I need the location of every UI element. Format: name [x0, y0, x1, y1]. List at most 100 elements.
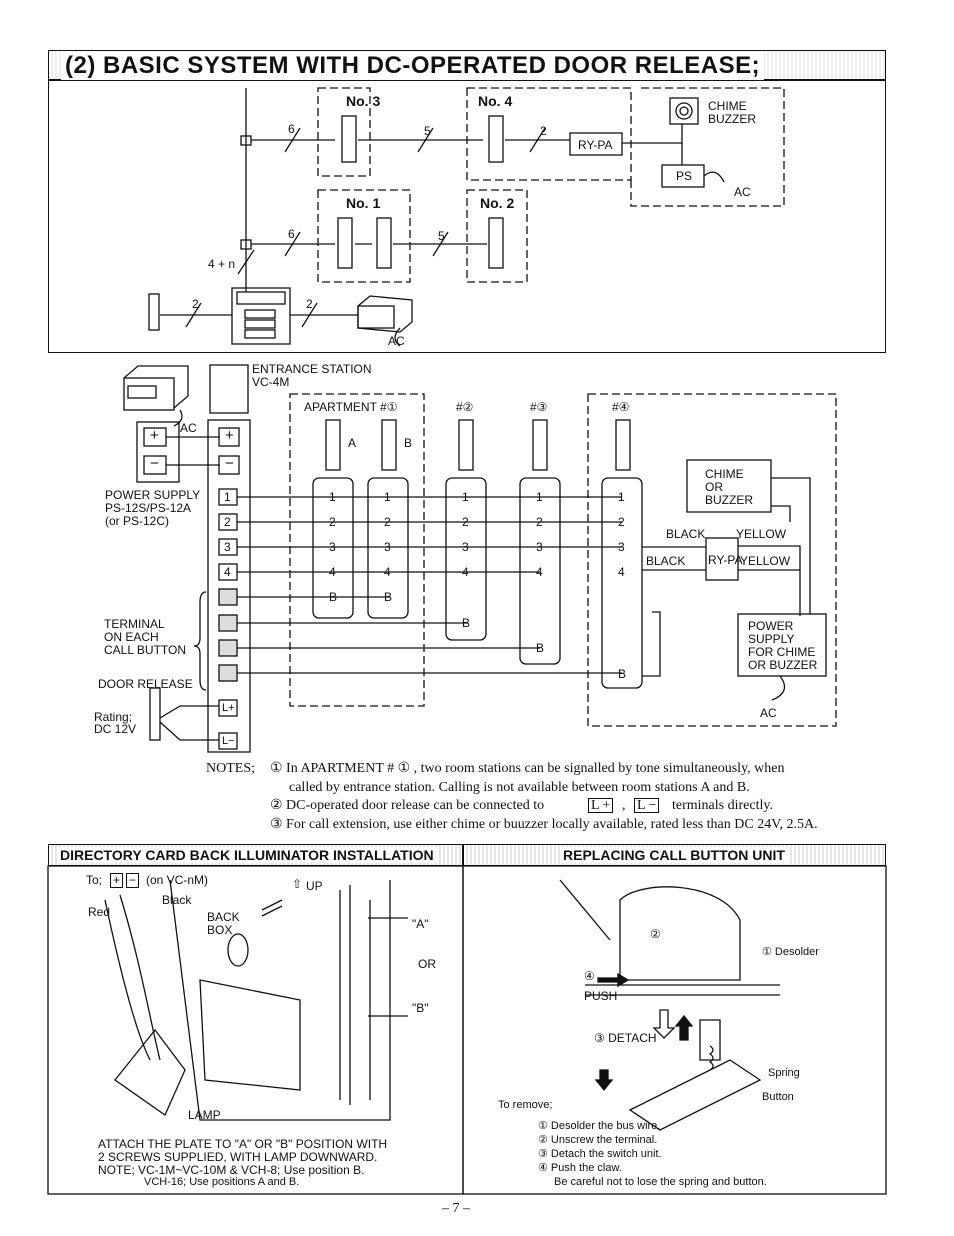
chime-or-buzzer-label: OR — [705, 480, 723, 494]
button-label: Button — [762, 1091, 794, 1103]
step-4-marker: ④ — [584, 969, 595, 983]
unit-terminal: 2 — [536, 515, 543, 529]
note-3: ③ For call extension, use either chime o… — [270, 817, 818, 832]
terminal-label: 2 — [224, 515, 231, 529]
unit-terminal-b: B — [536, 641, 545, 655]
to-plus-terminal: + — [110, 873, 124, 888]
chime-power-supply-label: SUPPLY — [748, 632, 795, 646]
wire-count: 6 — [288, 227, 295, 241]
detach-label: ③ DETACH — [594, 1031, 657, 1045]
wire-color-black: BLACK — [646, 554, 686, 568]
page-number: – 7 – — [442, 1201, 470, 1216]
ry-pa-label: RY-PA — [708, 553, 743, 567]
power-supply-alt: (or PS-12C) — [105, 514, 170, 528]
terminal-on-each-label: TERMINAL — [104, 617, 165, 631]
remove-step: ④ Push the claw. — [538, 1162, 622, 1174]
page-title-banner: (2) BASIC SYSTEM WITH DC-OPERATED DOOR R… — [48, 50, 886, 80]
unit-terminal-b: B — [329, 590, 338, 604]
station-b-label: B — [404, 436, 413, 450]
red-wire-label: Red — [88, 905, 111, 919]
directory-section-header: DIRECTORY CARD BACK ILLUMINATOR INSTALLA… — [48, 844, 463, 866]
to-minus-terminal: − — [126, 873, 140, 888]
unit-terminal: 4 — [618, 565, 625, 579]
remove-caution: Be careful not to lose the spring and bu… — [554, 1176, 767, 1188]
terminal-on-each-label: ON EACH — [104, 630, 159, 644]
rating-label: Rating; — [94, 710, 133, 724]
up-label: UP — [306, 879, 323, 893]
power-supply-label: POWER SUPPLY — [105, 488, 201, 502]
unit-terminal-b: B — [384, 590, 393, 604]
wire-color-yellow: YELLOW — [740, 554, 791, 568]
step-1-desolder-label: ① Desolder — [762, 946, 819, 958]
notes-lead: NOTES; — [206, 761, 255, 776]
apartment-label: #③ — [530, 400, 548, 414]
station-no3-label: No. 3 — [346, 93, 381, 109]
unit-terminal: 3 — [618, 540, 625, 554]
terminal-label: 3 — [224, 540, 231, 554]
unit-terminal-b: B — [462, 616, 471, 630]
terminal-on-each-label: CALL BUTTON — [104, 643, 187, 657]
back-box-label: BACK — [207, 910, 240, 924]
replacing-heading: REPLACING CALL BUTTON UNIT — [560, 847, 788, 863]
remove-step: ③ Detach the switch unit. — [538, 1148, 662, 1160]
unit-terminal: 4 — [462, 565, 469, 579]
wire-count: 2 — [192, 297, 199, 311]
black-wire-label: Black — [162, 893, 192, 907]
note-1b: called by entrance station. Calling is n… — [289, 780, 750, 795]
note-2: ② DC-operated door release can be connec… — [270, 798, 545, 813]
entrance-model-label: VC-4M — [252, 375, 290, 389]
note-1a: ① In APARTMENT # ① , two room stations c… — [270, 761, 785, 776]
wire-count: 5 — [424, 124, 431, 138]
terminal-label: 1 — [224, 490, 231, 504]
power-supply-models: PS-12S/PS-12A — [105, 501, 192, 515]
to-model-label: (on VC-nM) — [146, 873, 209, 887]
station-no4-label: No. 4 — [478, 93, 513, 109]
ps-label: PS — [676, 169, 693, 183]
wire-4n-label: 4 + n — [208, 257, 236, 271]
unit-terminal: 3 — [462, 540, 469, 554]
directory-caption: VCH-16; Use positions A and B. — [144, 1176, 300, 1188]
unit-terminal: 4 — [536, 565, 543, 579]
l-plus-terminal: L+ — [222, 702, 235, 714]
to-remove-label: To remove; — [498, 1099, 553, 1111]
position-a-label: "A" — [412, 917, 429, 931]
note-2-end: terminals directly. — [672, 798, 773, 813]
page-title: (2) BASIC SYSTEM WITH DC-OPERATED DOOR R… — [61, 52, 765, 80]
unit-terminal: 3 — [329, 540, 336, 554]
remove-step: ② Unscrew the terminal. — [538, 1134, 658, 1146]
unit-terminal: 3 — [384, 540, 391, 554]
l-minus-terminal: L− — [222, 735, 235, 747]
station-no1-label: No. 1 — [346, 195, 381, 211]
wire-count: 5 — [438, 229, 445, 243]
wire-count: 2 — [540, 124, 547, 138]
ac-label: AC — [760, 706, 777, 720]
unit-terminal: 2 — [384, 515, 391, 529]
note-2-sep: , — [622, 798, 626, 813]
push-label: PUSH — [584, 989, 618, 1003]
rating-value: DC 12V — [94, 722, 137, 736]
unit-terminal: 2 — [329, 515, 336, 529]
directory-caption: ATTACH THE PLATE TO "A" OR "B" POSITION … — [98, 1137, 388, 1151]
apartment-label: #④ — [612, 400, 630, 414]
plus-symbol: + — [150, 427, 159, 444]
unit-terminal: 1 — [618, 490, 625, 504]
apartment-label: #② — [456, 400, 474, 414]
door-release-label: DOOR RELEASE — [98, 677, 193, 691]
remove-step: ① Desolder the bus wire. — [538, 1120, 661, 1132]
back-box-label: BOX — [207, 923, 233, 937]
ac-label: AC — [734, 185, 751, 199]
unit-terminal: 4 — [329, 565, 336, 579]
apartment-label: APARTMENT #① — [304, 400, 398, 414]
or-label: OR — [418, 957, 436, 971]
to-label: To; — [86, 873, 103, 887]
wire-count: 2 — [306, 297, 313, 311]
ry-pa-label: RY-PA — [578, 138, 613, 152]
position-b-label: "B" — [412, 1001, 429, 1015]
unit-terminal: 4 — [384, 565, 391, 579]
replacing-section-header: REPLACING CALL BUTTON UNIT — [463, 844, 886, 866]
chime-power-supply-label: POWER — [748, 619, 794, 633]
chime-buzzer-label: CHIME BUZZER — [708, 99, 756, 126]
step-2-marker: ② — [650, 927, 661, 941]
wire-color-yellow: YELLOW — [736, 527, 787, 541]
